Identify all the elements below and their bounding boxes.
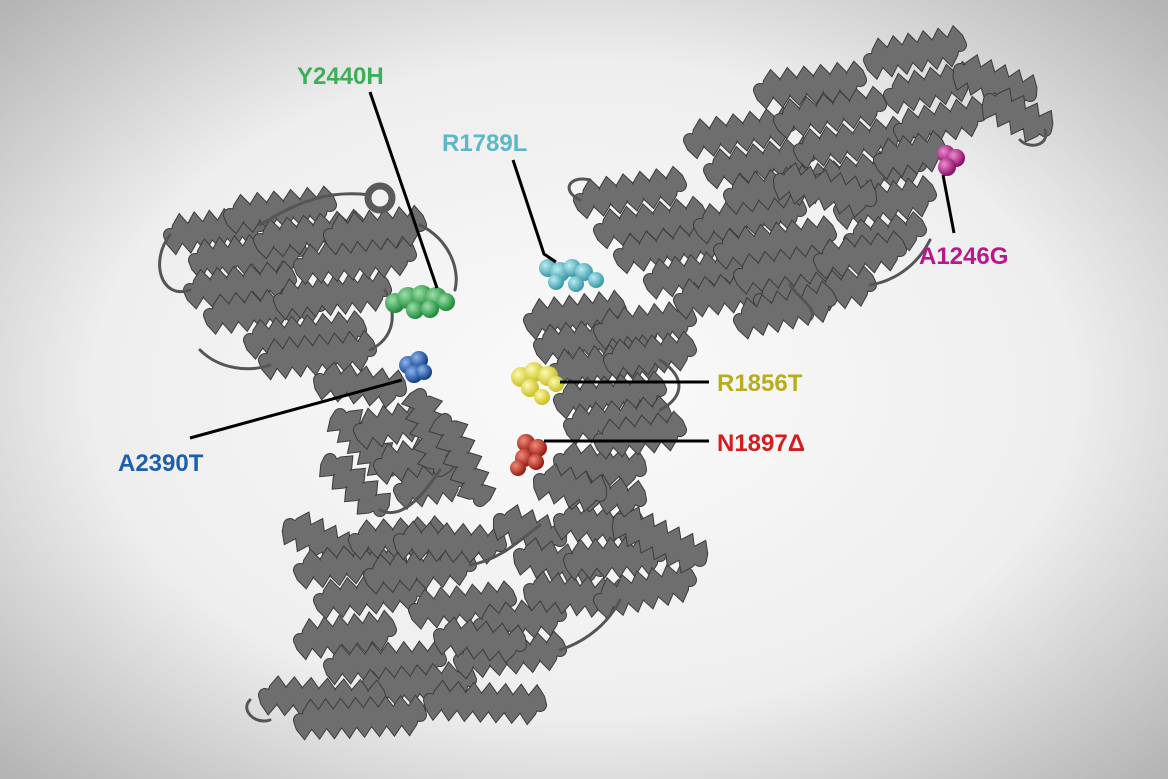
helix — [514, 538, 606, 587]
helix — [864, 26, 966, 79]
helix — [554, 371, 666, 419]
helix — [594, 301, 696, 349]
mutation-labels: Y2440H R1789L A1246G R1856T N1897Δ A2390… — [118, 63, 1008, 477]
helix — [594, 197, 706, 248]
helix — [429, 414, 496, 506]
helix — [894, 97, 986, 148]
helix — [554, 442, 646, 488]
helix — [594, 561, 696, 619]
helix — [294, 236, 416, 284]
helix — [594, 411, 686, 459]
helix — [314, 571, 426, 619]
helix — [704, 137, 816, 188]
helix — [224, 186, 336, 234]
helix — [314, 362, 406, 408]
leader-a1246g — [941, 174, 956, 234]
helix — [324, 641, 446, 684]
helix — [324, 206, 426, 254]
helix — [714, 216, 836, 269]
leader-lines — [189, 91, 956, 443]
sphere-y2440h — [385, 285, 455, 319]
loop — [1018, 128, 1048, 147]
loop — [158, 233, 192, 294]
sphere-n1897d — [510, 434, 547, 476]
protein-cartoon — [158, 24, 1054, 741]
helix — [814, 231, 906, 279]
label-y2440h: Y2440H — [297, 63, 384, 90]
loop — [258, 192, 372, 227]
helix — [534, 464, 606, 511]
label-a2390t: A2390T — [118, 450, 204, 477]
loop — [567, 177, 592, 202]
loop — [558, 598, 622, 652]
helix — [354, 401, 426, 449]
helix — [844, 212, 926, 258]
helix — [612, 507, 708, 573]
helix — [434, 617, 526, 663]
leader-r1789l — [511, 159, 557, 264]
helix — [493, 505, 567, 555]
label-n1897d: N1897Δ — [717, 430, 805, 457]
helix — [424, 681, 546, 724]
helix — [614, 222, 726, 273]
helix — [564, 396, 671, 444]
helix — [320, 454, 390, 516]
sphere-a2390t — [399, 351, 432, 383]
helix — [734, 281, 836, 339]
helix — [274, 271, 391, 319]
helix — [574, 167, 686, 218]
helix — [524, 291, 626, 339]
helix — [754, 61, 866, 109]
leader-y2440h — [368, 91, 439, 289]
helix-knob — [364, 182, 396, 214]
sphere-r1789l — [539, 259, 604, 292]
sphere-a1246g — [937, 145, 965, 176]
loop — [418, 223, 458, 292]
helix — [294, 611, 396, 659]
loop — [658, 358, 681, 412]
helix — [774, 87, 886, 138]
helix — [604, 331, 696, 379]
helix — [982, 88, 1053, 142]
helix — [244, 311, 366, 359]
loop — [788, 283, 814, 322]
sphere-r1856t — [511, 362, 564, 405]
label-a1246g: A1246G — [919, 243, 1008, 270]
helix — [694, 192, 806, 243]
helix — [164, 206, 266, 254]
helix — [684, 107, 796, 158]
label-r1789l: R1789L — [442, 130, 527, 157]
helix — [474, 596, 566, 644]
helix — [794, 117, 906, 168]
loop — [198, 348, 272, 371]
mutation-spheres — [385, 145, 965, 476]
loop — [468, 523, 542, 567]
leader-a2390t — [189, 378, 403, 440]
loop — [378, 468, 442, 515]
helix — [394, 521, 506, 564]
loop — [868, 238, 932, 287]
helix — [402, 389, 458, 476]
helix — [409, 581, 516, 629]
helix — [364, 546, 476, 594]
helix — [874, 131, 946, 179]
helix — [259, 676, 386, 719]
helix — [953, 55, 1037, 110]
helix — [564, 535, 666, 580]
helix — [774, 163, 876, 217]
helix — [294, 696, 426, 739]
label-r1856t: R1856T — [717, 370, 803, 397]
loop — [245, 698, 272, 723]
helix — [184, 261, 296, 309]
helix — [259, 331, 376, 379]
